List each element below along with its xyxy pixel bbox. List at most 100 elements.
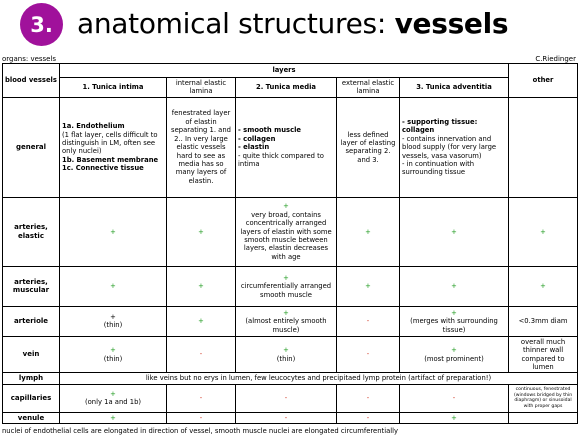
- vein-other: overall much thinner wall compared to lu…: [508, 335, 579, 374]
- general-media: - smooth muscle - collagen - elastin - q…: [235, 96, 337, 198]
- muscular-media: + circumferentially arranged smooth musc…: [235, 265, 337, 307]
- media-line-2: - collagen: [238, 134, 276, 143]
- col-layers: layers: [58, 63, 510, 78]
- arteriole-other: <0.3mm diam: [508, 305, 579, 337]
- adv-line-2: - contains innervation and blood supply …: [402, 134, 497, 160]
- footer-note: nuclei of endothelial cells are elongate…: [2, 427, 399, 435]
- title-bold: vessels: [394, 7, 509, 40]
- row-label-lymph: lymph: [2, 372, 60, 385]
- vein-media-sign: +: [283, 346, 289, 355]
- elastic-iel: +: [166, 196, 236, 267]
- elastic-media-text: very broad, contains concentrically arra…: [240, 210, 332, 261]
- adv-line-1: - supporting tissue: collagen: [402, 117, 478, 135]
- elastic-media-sign: +: [283, 202, 289, 211]
- capillaries-intima: + (only 1a and 1b): [59, 383, 167, 413]
- table-row: arteries, muscular + + + circumferential…: [2, 265, 579, 307]
- capillaries-intima-text: (only 1a and 1b): [84, 398, 142, 407]
- col-intima: 1. Tunica intima: [59, 77, 167, 98]
- capillaries-eel: -: [336, 383, 400, 413]
- organs-label: organs: vessels: [2, 55, 57, 63]
- vein-adv-sign: +: [451, 346, 457, 355]
- venule-eel: -: [336, 411, 400, 425]
- elastic-other: +: [508, 196, 579, 267]
- vein-adv-text: (most prominent): [424, 354, 484, 363]
- table-row: venule + - - - +: [2, 411, 579, 425]
- capillaries-other: continuous, fenestrated (windows bridged…: [508, 383, 579, 413]
- venule-other: [508, 411, 579, 425]
- table-row: vein + (thin) - + (thin) - + (most promi…: [2, 335, 579, 374]
- venule-iel: -: [166, 411, 236, 425]
- muscular-eel: +: [336, 265, 400, 307]
- media-line-4: - quite thick compared to intima: [238, 151, 324, 168]
- col-blood-vessels: blood vessels: [2, 63, 60, 98]
- arteriole-adventitia: + (merges with surrounding tissue): [398, 305, 510, 337]
- section-number: 3.: [30, 12, 53, 37]
- section-number-badge: 3.: [20, 3, 63, 46]
- muscular-other: +: [508, 265, 579, 307]
- vein-iel: -: [166, 335, 236, 374]
- vein-intima-text: (thin): [103, 354, 123, 363]
- title-prefix: anatomical structures:: [77, 7, 386, 40]
- intima-1a-note: (1 flat layer, cells difficult to distin…: [62, 130, 158, 156]
- venule-adventitia: +: [398, 411, 510, 425]
- capillaries-media: -: [235, 383, 337, 413]
- vessels-table: blood vessels layers other 1. Tunica int…: [2, 63, 579, 425]
- vein-intima: + (thin): [59, 335, 167, 374]
- vein-adventitia: + (most prominent): [398, 335, 510, 374]
- vein-intima-sign: +: [110, 346, 116, 355]
- elastic-media: + very broad, contains concentrically ar…: [235, 196, 337, 267]
- row-label-venule: venule: [2, 411, 60, 425]
- general-eel: less defined layer of elasting separatin…: [336, 96, 400, 198]
- intima-1a: 1a. Endothelium: [62, 122, 125, 131]
- intima-1b: 1b. Basement membrane: [62, 155, 159, 164]
- elastic-eel: +: [336, 196, 400, 267]
- muscular-adventitia: +: [398, 265, 510, 307]
- row-label-vein: vein: [2, 335, 60, 374]
- vein-media: + (thin): [235, 335, 337, 374]
- lymph-description: like veins but no erys in lumen, few leu…: [58, 372, 579, 385]
- author-label: C.Riedinger: [535, 55, 576, 63]
- muscular-intima: +: [59, 265, 167, 307]
- row-label-arteriole: arteriole: [2, 305, 60, 337]
- capillaries-iel: -: [166, 383, 236, 413]
- page-header: 3. anatomical structures: vessels: [0, 0, 579, 52]
- arteriole-iel: +: [166, 305, 236, 337]
- table-row: capillaries + (only 1a and 1b) - - - - c…: [2, 383, 579, 413]
- row-label-capillaries: capillaries: [2, 383, 60, 413]
- venule-media: -: [235, 411, 337, 425]
- general-other: [508, 96, 579, 198]
- col-media: 2. Tunica media: [235, 77, 337, 98]
- table-row: general 1a. Endothelium (1 flat layer, c…: [2, 96, 579, 198]
- col-other: other: [508, 63, 579, 98]
- col-eel: external elastic lamina: [336, 77, 400, 98]
- media-line-3: - elastin: [238, 143, 270, 152]
- elastic-adventitia: +: [398, 196, 510, 267]
- arteriole-intima: + (thin): [59, 305, 167, 337]
- muscular-media-text: circumferentially arranged smooth muscle: [240, 282, 332, 299]
- table-row: arteries, elastic + + + very broad, cont…: [2, 196, 579, 267]
- elastic-intima: +: [59, 196, 167, 267]
- table-row: lymph like veins but no erys in lumen, f…: [2, 372, 579, 385]
- arteriole-media-text: (almost entirely smooth muscle): [245, 317, 327, 334]
- muscular-media-sign: +: [283, 273, 289, 282]
- intima-1c: 1c. Connective tissue: [62, 164, 144, 173]
- muscular-iel: +: [166, 265, 236, 307]
- arteriole-media: + (almost entirely smooth muscle): [235, 305, 337, 337]
- col-iel: internal elastic lamina: [166, 77, 236, 98]
- venule-intima: +: [59, 411, 167, 425]
- general-adventitia: - supporting tissue: collagen - contains…: [398, 96, 510, 198]
- arteriole-adv-text: (merges with surrounding tissue): [410, 317, 498, 334]
- arteriole-intima-sign: +: [110, 312, 116, 321]
- general-intima: 1a. Endothelium (1 flat layer, cells dif…: [59, 96, 167, 198]
- vein-media-text: (thin): [276, 354, 296, 363]
- table-row: arteriole + (thin) + + (almost entirely …: [2, 305, 579, 337]
- row-label-general: general: [2, 96, 60, 198]
- media-line-1: - smooth muscle: [238, 126, 302, 135]
- arteriole-intima-text: (thin): [103, 321, 123, 330]
- page-title: anatomical structures: vessels: [77, 7, 509, 40]
- general-iel: fenestrated layer of elastin separating …: [166, 96, 236, 198]
- vein-eel: -: [336, 335, 400, 374]
- row-label-elastic: arteries, elastic: [2, 196, 60, 267]
- arteriole-eel: -: [336, 305, 400, 337]
- col-adventitia: 3. Tunica adventitia: [398, 77, 510, 98]
